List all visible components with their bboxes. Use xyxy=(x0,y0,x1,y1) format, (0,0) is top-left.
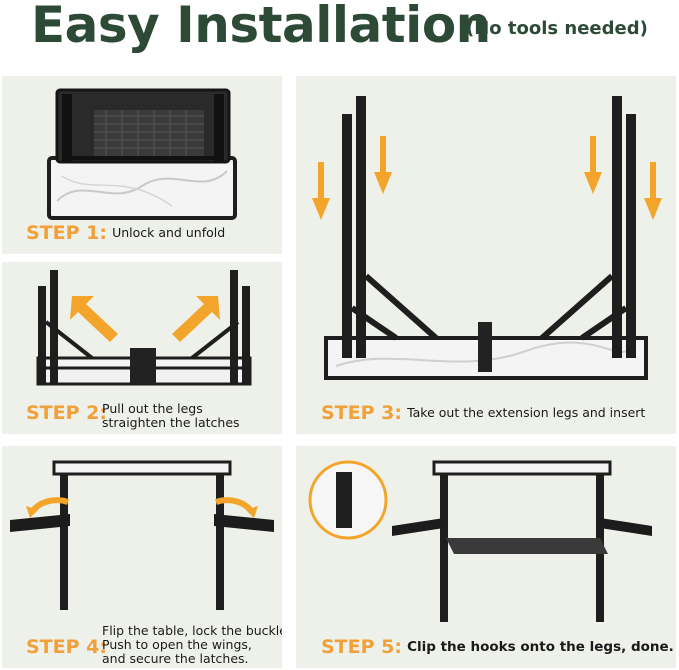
step-4-description-line-1: Flip the table, lock the buckles xyxy=(102,623,282,638)
folded-table-illustration xyxy=(47,88,237,220)
step-4-description-line-2: Push to open the wings, xyxy=(102,637,252,652)
step-4-caption: STEP 4: Flip the table, lock the buckles… xyxy=(26,624,282,666)
step-3-label: STEP 3: xyxy=(321,402,402,424)
step-3-description: Take out the extension legs and insert xyxy=(407,405,646,420)
step-2-label: STEP 2: xyxy=(26,402,107,424)
step-2-description-line-2: straighten the latches xyxy=(102,415,240,430)
page-title: Easy Installation xyxy=(31,0,491,54)
step-4-label: STEP 4: xyxy=(26,636,107,658)
wings-open-illustration xyxy=(10,460,274,610)
step-1-panel: STEP 1: Unlock and unfold xyxy=(2,76,282,254)
step-1-caption: STEP 1: Unlock and unfold xyxy=(26,222,225,244)
hooks-clipped-illustration xyxy=(308,460,652,622)
step-3-caption: STEP 3: Take out the extension legs and … xyxy=(321,402,645,424)
step-5-label: STEP 5: xyxy=(321,636,402,658)
step-2-description-line-1: Pull out the legs xyxy=(102,401,203,416)
step-4-panel: STEP 4: Flip the table, lock the buckles… xyxy=(2,446,282,668)
page-subtitle: (No tools needed) xyxy=(466,18,648,39)
step-1-label: STEP 1: xyxy=(26,222,107,244)
header: Easy Installation (No tools needed) xyxy=(0,0,679,66)
step-5-panel: STEP 5: Clip the hooks onto the legs, do… xyxy=(296,446,676,668)
step-4-description-line-3: and secure the latches. xyxy=(102,651,249,666)
step-5-description: Clip the hooks onto the legs, done. xyxy=(407,639,674,655)
legs-pulled-illustration xyxy=(36,270,252,386)
step-5-caption: STEP 5: Clip the hooks onto the legs, do… xyxy=(321,636,674,658)
step-2-caption: STEP 2: Pull out the legs straighten the… xyxy=(26,402,240,430)
step-3-panel: STEP 3: Take out the extension legs and … xyxy=(296,76,676,434)
extension-legs-illustration xyxy=(312,96,662,380)
step-1-description: Unlock and unfold xyxy=(112,225,226,240)
step-2-panel: STEP 2: Pull out the legs straighten the… xyxy=(2,262,282,434)
